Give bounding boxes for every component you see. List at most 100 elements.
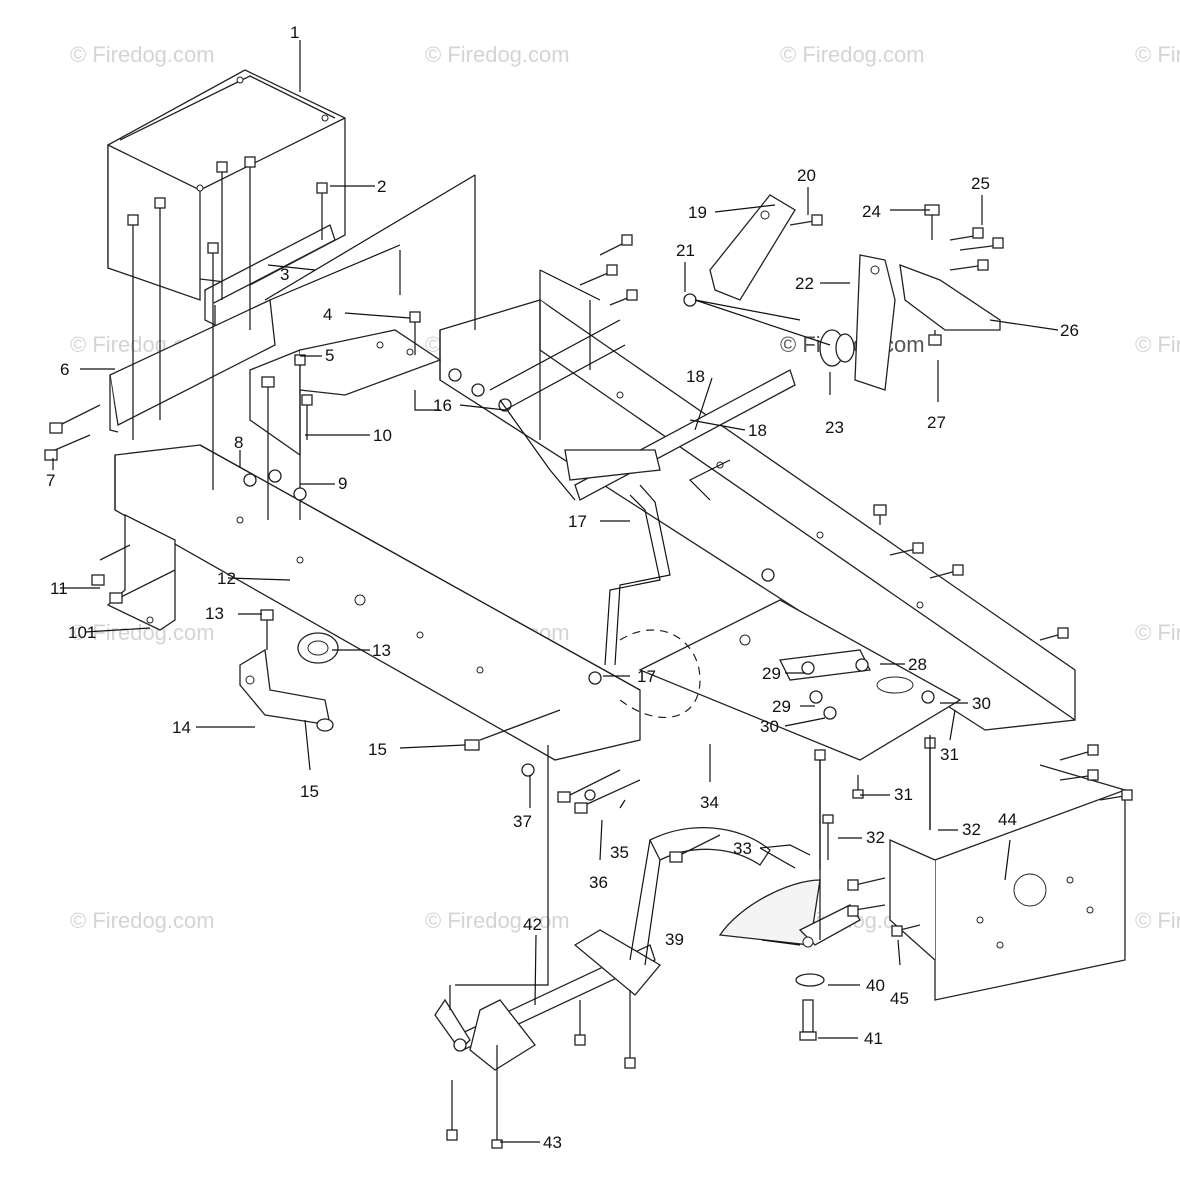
nut	[809, 690, 823, 704]
callout-7: 7	[46, 471, 55, 490]
callout-2: 18	[748, 421, 767, 440]
callout-32-right: 30	[972, 694, 991, 713]
bolt	[244, 156, 256, 330]
bushing-13-upper	[819, 329, 855, 367]
pedal-lever	[434, 998, 471, 1052]
callout-6: 6	[60, 360, 69, 379]
callout-24: 34	[700, 793, 719, 812]
steering-arm-23	[604, 484, 671, 666]
callout-4: 8	[234, 433, 243, 452]
callout-30-right: 28	[908, 655, 927, 674]
callout-16: 25	[971, 174, 990, 193]
callout-32-left: 30	[760, 717, 779, 736]
bolt	[928, 330, 942, 346]
bolt	[1059, 769, 1099, 781]
callout-10: 1	[290, 23, 299, 42]
callout-44: 5	[325, 346, 334, 365]
bolt	[301, 394, 313, 440]
callout-17-lower: 13	[205, 604, 224, 623]
callout-11: 2	[377, 177, 386, 196]
callout-36: 29	[762, 664, 781, 683]
watermark: © Firedog.com	[70, 620, 215, 645]
callout-18-lower: 14	[172, 718, 191, 737]
nut	[293, 487, 307, 501]
bolt	[929, 564, 964, 579]
callout-22: 16	[433, 396, 452, 415]
bolt	[669, 834, 721, 863]
callout-29-left: 33	[733, 839, 752, 858]
callout-31-left: 32	[866, 828, 885, 847]
callout-20: 20	[797, 166, 816, 185]
nut	[823, 706, 837, 720]
callout-26: 36	[589, 873, 608, 892]
callouts: 1 2 3 4 5 6 7 8 9 10 11 101 12 13 13 14 …	[46, 23, 1079, 1152]
callout-30-left: 29	[772, 697, 791, 716]
watermark: © Firedog.com	[1135, 908, 1180, 933]
bolt	[852, 775, 864, 799]
callout-15-upper: 26	[1060, 321, 1079, 340]
watermark: © Firedog.com	[70, 42, 215, 67]
center-plate	[638, 599, 962, 761]
bolt	[873, 504, 887, 525]
watermark: © Firedog.com	[1135, 42, 1180, 67]
bolt	[216, 161, 228, 300]
bolt	[49, 404, 101, 434]
callout-40: 15	[368, 740, 387, 759]
bolts	[44, 156, 1133, 1149]
bolt	[847, 877, 886, 891]
callout-14: 22	[795, 274, 814, 293]
callout-33: 39	[665, 930, 684, 949]
bolt	[109, 569, 176, 604]
callout-41: 17	[637, 667, 656, 686]
pedal-shaft-37	[457, 827, 771, 1071]
bolt	[91, 544, 131, 586]
leader-lines	[52, 40, 1059, 1143]
callout-39: 43	[543, 1133, 562, 1152]
callout-17-upper: 24	[862, 202, 881, 221]
bolt	[889, 542, 924, 556]
bolt	[127, 214, 139, 440]
bolt	[579, 264, 618, 286]
nut	[521, 763, 535, 777]
callout-5: 11	[50, 579, 68, 598]
plate-8	[249, 329, 442, 457]
callout-1: 12	[217, 569, 236, 588]
nut	[448, 368, 462, 382]
nut	[921, 690, 935, 704]
bolt	[207, 242, 219, 490]
support-bracket-19	[709, 194, 796, 301]
bolt	[949, 227, 984, 241]
watermark: © Firedog.com	[780, 42, 925, 67]
callout-45: 9	[338, 474, 347, 493]
watermark: © Firedog.com	[425, 908, 570, 933]
callout-43: 45	[890, 989, 909, 1008]
callout-28: 37	[513, 812, 532, 831]
nut	[243, 473, 257, 487]
bolt	[1039, 627, 1069, 641]
callout-15-lower: 15	[300, 782, 319, 801]
battery-box	[107, 69, 346, 301]
bolt	[599, 234, 633, 256]
callout-23: 17	[568, 512, 587, 531]
front-cross-member	[109, 299, 276, 433]
callout-13-lower: 13	[372, 641, 391, 660]
callout-31-right: 32	[962, 820, 981, 839]
callout-34: 40	[866, 976, 885, 995]
callout-29-right: 31	[894, 785, 913, 804]
bolt	[959, 237, 1004, 251]
bolt	[1059, 744, 1099, 761]
gear-sector-33	[718, 879, 861, 948]
bolt	[1099, 789, 1133, 801]
washer-34	[795, 973, 825, 987]
washer	[584, 789, 596, 801]
bolt-35	[799, 999, 817, 1041]
callout-8: 10	[373, 426, 392, 445]
bolt	[261, 376, 275, 520]
nut	[683, 293, 697, 307]
bracket-3	[106, 513, 176, 631]
bolt	[574, 779, 641, 814]
steering-bracket-right	[854, 254, 1001, 391]
callout-18-upper: 27	[927, 413, 946, 432]
callout-27: 31	[940, 745, 959, 764]
